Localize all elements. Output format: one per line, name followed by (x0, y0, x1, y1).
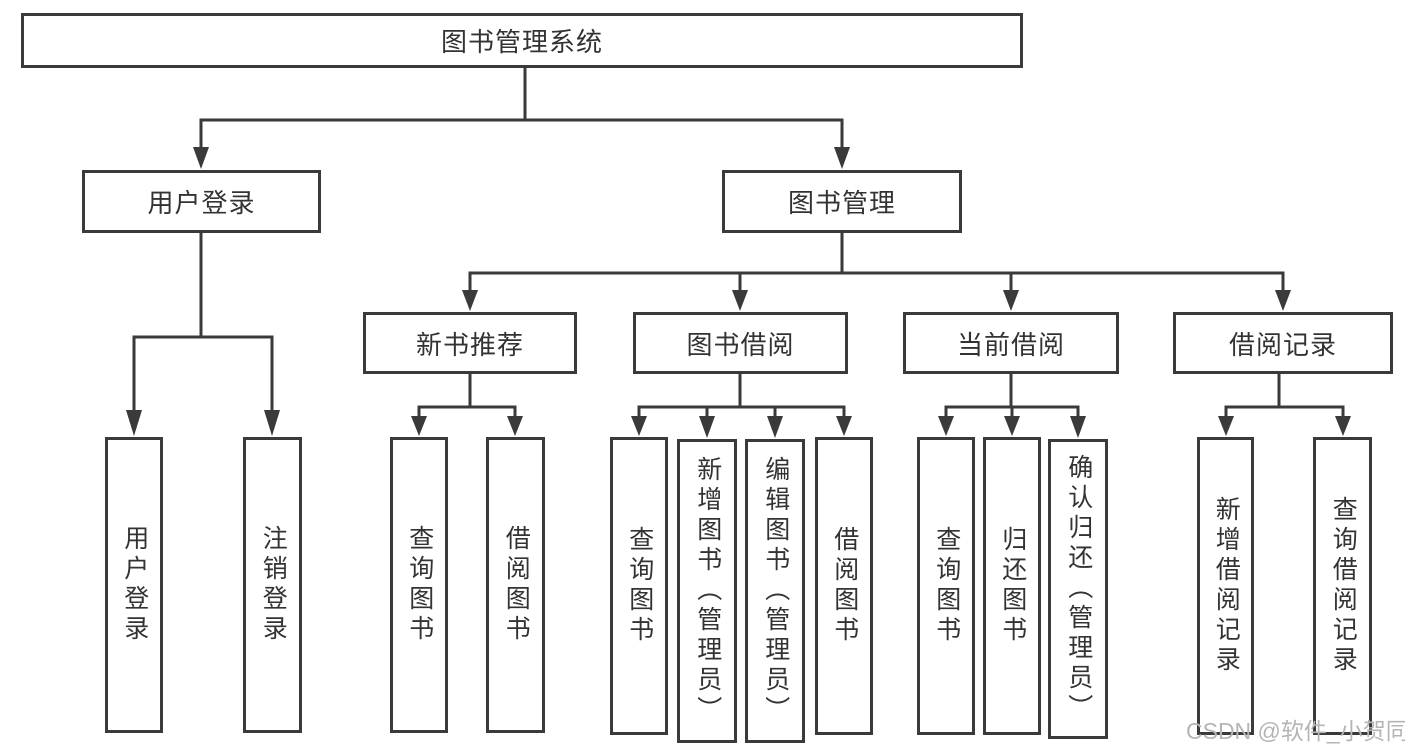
arrowheads (126, 147, 1351, 438)
leaf-edit-books-admin: 编辑图书（管理员） (745, 439, 805, 743)
leaf-add-books-admin-label: 新增图书（管理员） (693, 456, 722, 726)
node-new-book-recommend: 新书推荐 (363, 312, 577, 374)
arrow-to-v-add-book (699, 416, 715, 438)
leaf-logout-label: 注销登录 (259, 525, 288, 645)
arrow-to-current-borrow (1003, 290, 1019, 311)
connector-user-login-rail (132, 335, 274, 411)
arrow-to-v-query-b (631, 416, 647, 436)
csdn-watermark: CSDN @软件_小贺同学 (1186, 718, 1405, 744)
leaf-query-books-2-label: 查询图书 (625, 526, 654, 646)
leaf-query-borrow-record-label: 查询借阅记录 (1329, 496, 1358, 676)
arrow-to-user-login (193, 147, 209, 169)
leaf-borrow-books-2: 借阅图书 (815, 437, 873, 735)
leaf-borrow-books-2-label: 借阅图书 (830, 526, 859, 646)
leaf-borrow-books-1: 借阅图书 (486, 437, 545, 733)
arrow-to-v-confirm-return (1070, 416, 1086, 438)
arrow-to-borrow-records (1275, 290, 1291, 311)
leaf-query-books-1: 查询图书 (390, 437, 448, 733)
leaf-confirm-return-admin-label: 确认归还（管理员） (1064, 454, 1093, 724)
leaf-user-login-label: 用户登录 (120, 525, 149, 645)
node-library-system: 图书管理系统 (21, 13, 1023, 68)
leaf-query-books-2: 查询图书 (610, 437, 668, 735)
arrow-to-v-query-c (938, 416, 954, 436)
leaf-query-books-3: 查询图书 (917, 437, 975, 735)
arrow-to-book-borrow (732, 290, 748, 311)
node-book-management-label: 图书管理 (787, 188, 896, 218)
arrow-to-v-query-record (1335, 416, 1351, 436)
leaf-add-borrow-record: 新增借阅记录 (1197, 437, 1254, 735)
node-user-login-label: 用户登录 (147, 188, 256, 218)
node-user-login: 用户登录 (82, 170, 321, 233)
connector-paths (132, 68, 1345, 417)
leaf-add-books-admin: 新增图书（管理员） (677, 439, 737, 743)
arrow-to-v-user-login (126, 410, 142, 436)
node-borrowing-records-label: 借阅记录 (1228, 329, 1337, 360)
leaf-return-books-label: 归还图书 (998, 526, 1027, 646)
arrow-to-new-book-rec (462, 290, 478, 311)
connector-level3-rail (468, 271, 1285, 291)
leaf-query-borrow-record: 查询借阅记录 (1313, 437, 1372, 735)
leaf-logout: 注销登录 (243, 437, 302, 733)
leaf-user-login: 用户登录 (105, 437, 163, 733)
leaf-confirm-return-admin: 确认归还（管理员） (1048, 439, 1108, 739)
node-book-management: 图书管理 (722, 170, 962, 233)
leaf-query-books-1-label: 查询图书 (405, 525, 434, 645)
node-library-system-label: 图书管理系统 (440, 27, 603, 57)
leaf-edit-books-admin-label: 编辑图书（管理员） (761, 456, 790, 726)
node-current-borrowing-label: 当前借阅 (956, 329, 1065, 360)
connector-bookborrow-rail (637, 405, 846, 417)
leaf-return-books: 归还图书 (983, 437, 1041, 735)
arrow-to-v-edit-book (767, 416, 783, 438)
node-borrowing-records: 借阅记录 (1173, 312, 1393, 374)
node-new-book-recommend-label: 新书推荐 (415, 329, 524, 360)
arrow-to-v-add-record (1218, 416, 1234, 436)
arrow-to-v-logout (264, 410, 280, 436)
node-current-borrowing: 当前借阅 (903, 312, 1119, 374)
arrow-to-v-borrow-a (507, 416, 523, 436)
connector-level2-rail (199, 118, 844, 148)
arrow-to-v-query-a (411, 416, 427, 436)
node-book-borrowing: 图书借阅 (633, 312, 848, 374)
arrow-to-v-return-book (1004, 416, 1020, 436)
leaf-query-books-3-label: 查询图书 (932, 526, 961, 646)
arrow-to-v-borrow-b (836, 416, 852, 436)
leaf-add-borrow-record-label: 新增借阅记录 (1212, 496, 1241, 676)
connector-newbook-rail (417, 405, 517, 417)
leaf-borrow-books-1-label: 借阅图书 (502, 525, 531, 645)
arrow-to-book-mgmt (834, 147, 850, 169)
connector-records-rail (1224, 405, 1345, 417)
node-book-borrowing-label: 图书借阅 (686, 329, 795, 360)
